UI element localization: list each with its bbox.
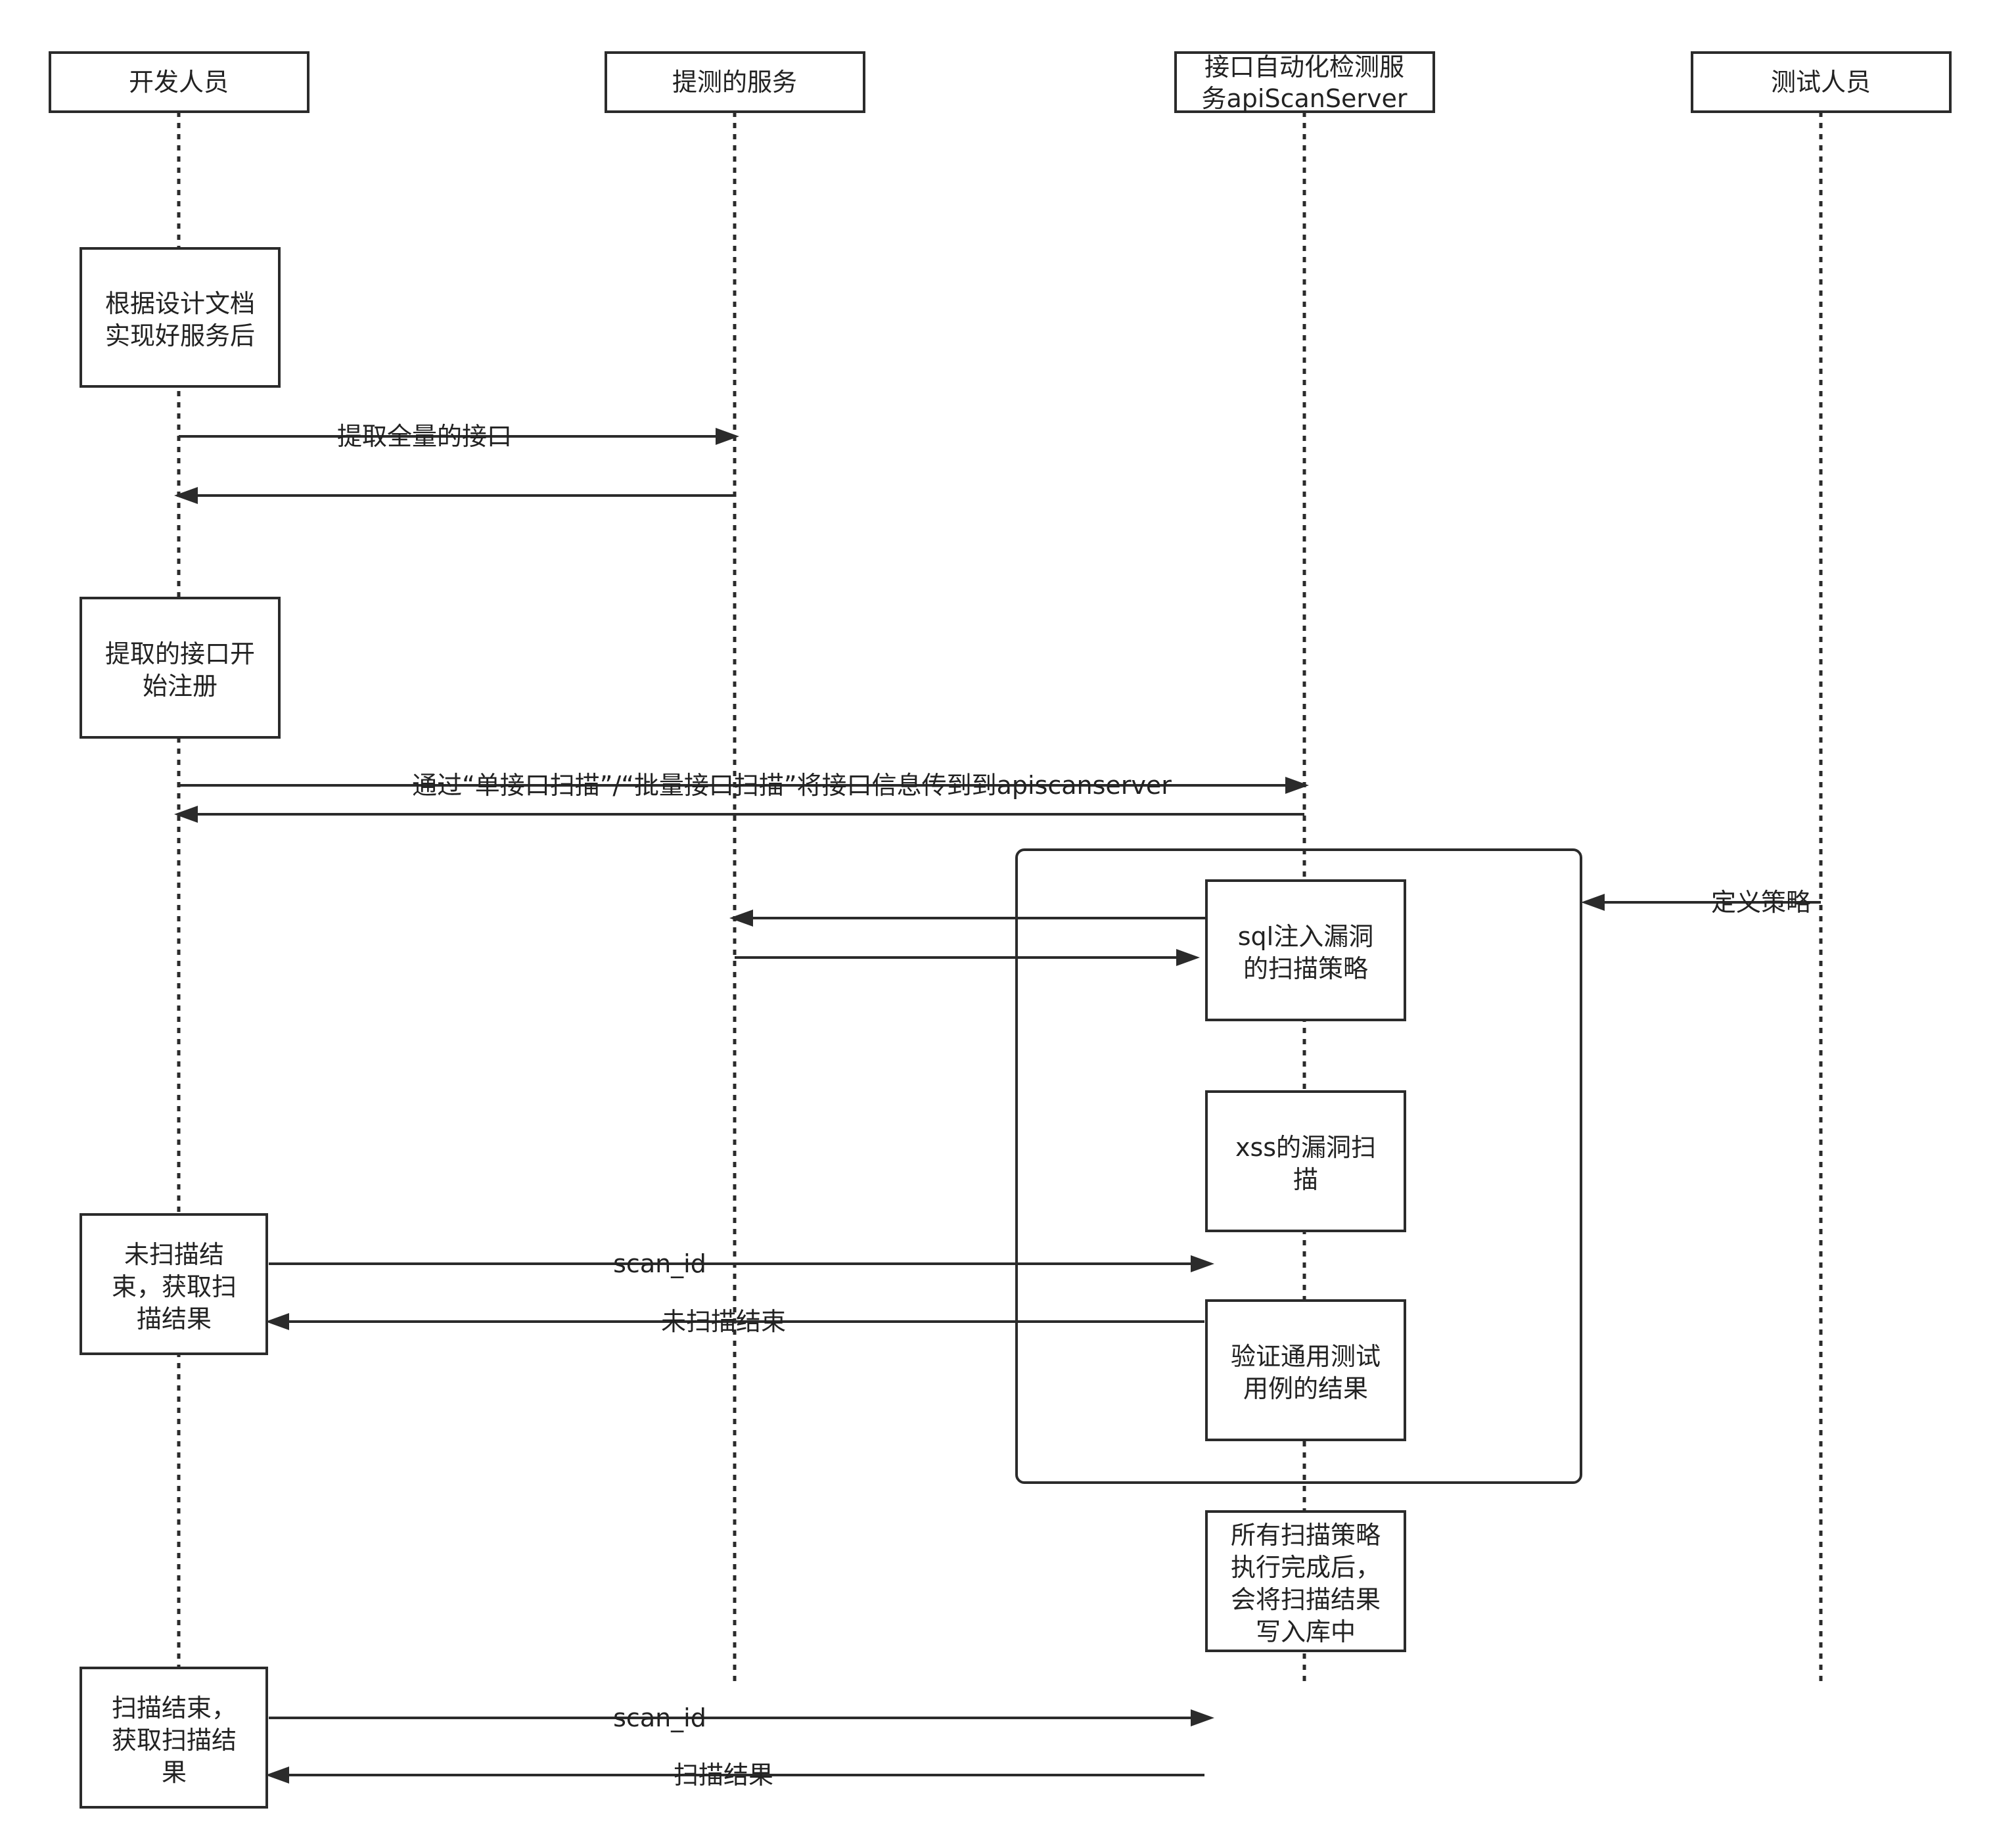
message-sqli-request (729, 910, 1206, 927)
note-scan-finished: 扫描结束， 获取扫描结 果 (80, 1667, 268, 1809)
messages: 提取全量的接口通过“单接口扫描”/“批量接口扫描”将接口信息传到到apiscan… (0, 422, 1821, 1790)
participant-developer: 开发人员 (49, 51, 309, 113)
note-not-done-line-3: 描结果 (137, 1305, 212, 1333)
message-upload-interfaces-arrowhead (1285, 777, 1309, 794)
message-upload-return (174, 806, 1304, 823)
message-scan-result-arrowhead (265, 1767, 289, 1784)
message-upload-interfaces: 通过“单接口扫描”/“批量接口扫描”将接口信息传到到apiscanserver (0, 771, 1309, 800)
message-sqli-response-arrowhead (1176, 949, 1200, 966)
note-implement-service: 根据设计文档 实现好服务后 (80, 247, 281, 388)
message-sqli-request-arrowhead (729, 910, 753, 927)
note-write-db-line-3: 会将扫描结果 (1231, 1585, 1381, 1614)
note-xss-line-2: 描 (1293, 1165, 1318, 1194)
message-scan-id-first-label: scan_id (613, 1249, 706, 1278)
message-extract-interfaces-label: 提取全量的接口 (337, 422, 512, 451)
note-not-done-line-1: 未扫描结 (124, 1240, 224, 1269)
note-xss-line-1: xss的漏洞扫 (1235, 1133, 1376, 1162)
message-scan-not-finished: 未扫描结束 (0, 1307, 1204, 1336)
note-implement-line-1: 根据设计文档 (105, 289, 255, 318)
note-write-db-line-1: 所有扫描策略 (1231, 1521, 1381, 1550)
message-scan-not-finished-arrowhead (265, 1313, 289, 1330)
note-write-db: 所有扫描策略 执行完成后， 会将扫描结果 写入库中 (1205, 1510, 1406, 1652)
note-done-line-2: 获取扫描结 (112, 1726, 237, 1755)
message-extract-interfaces: 提取全量的接口 (0, 422, 739, 451)
message-scan-result-label-background (0, 1771, 3, 1779)
note-verify-line-1: 验证通用测试 (1231, 1342, 1381, 1371)
message-extract-return (174, 487, 735, 504)
message-upload-interfaces-label: 通过“单接口扫描”/“批量接口扫描”将接口信息传到到apiscanserver (412, 771, 1172, 800)
note-not-done-line-2: 束，获取扫 (112, 1272, 237, 1301)
note-done-line-1: 扫描结束， (112, 1694, 237, 1722)
message-scan-id-second: scan_id (0, 1703, 1214, 1732)
note-sqli-line-2: 的扫描策略 (1243, 954, 1368, 983)
note-xss-scan: xss的漏洞扫 描 (1205, 1090, 1406, 1232)
message-upload-return-arrowhead (174, 806, 198, 823)
message-scan-result: 扫描结果 (0, 1761, 1204, 1790)
message-sqli-response (735, 949, 1200, 966)
note-done-line-3: 果 (162, 1758, 187, 1787)
note-verify-line-2: 用例的结果 (1243, 1374, 1368, 1403)
message-scan-id-first: scan_id (0, 1249, 1214, 1278)
note-write-db-line-4: 写入库中 (1256, 1617, 1356, 1646)
message-extract-interfaces-arrowhead (716, 428, 739, 445)
message-scan-not-finished-label: 未扫描结束 (661, 1307, 786, 1336)
note-scan-not-finished: 未扫描结 束，获取扫 描结果 (80, 1213, 268, 1355)
participant-apiscanserver: 接口自动化检测服 务apiScanServer (1174, 51, 1435, 113)
participant-apiscanserver-label-2: 务apiScanServer (1202, 84, 1408, 113)
note-sqli-line-1: sql注入漏洞 (1238, 922, 1373, 951)
message-upload-interfaces-label-background (0, 781, 3, 789)
message-scan-id-first-arrowhead (1191, 1255, 1214, 1272)
message-define-policy: 定义策略 (0, 888, 1821, 917)
note-write-db-line-2: 执行完成后， (1231, 1553, 1381, 1582)
message-extract-return-arrowhead (174, 487, 198, 504)
participant-developer-label: 开发人员 (129, 68, 229, 97)
message-define-policy-label: 定义策略 (1711, 888, 1811, 917)
participant-tester-label: 测试人员 (1771, 68, 1871, 97)
scan-strategy-group (1015, 848, 1582, 1484)
message-scan-result-label: 扫描结果 (674, 1761, 773, 1790)
note-verify-results: 验证通用测试 用例的结果 (1205, 1299, 1406, 1441)
message-scan-id-second-label: scan_id (613, 1703, 706, 1732)
message-scan-id-second-arrowhead (1191, 1709, 1214, 1726)
message-scan-not-finished-label-background (0, 1318, 3, 1326)
note-register-line-1: 提取的接口开 (105, 639, 255, 668)
message-define-policy-label-background (0, 898, 3, 906)
participant-service: 提测的服务 (605, 51, 865, 113)
participant-service-label: 提测的服务 (672, 68, 797, 97)
note-register-interfaces: 提取的接口开 始注册 (80, 597, 281, 739)
participant-tester: 测试人员 (1691, 51, 1952, 113)
note-implement-line-2: 实现好服务后 (105, 321, 255, 350)
note-sqli-strategy: sql注入漏洞 的扫描策略 (1205, 879, 1406, 1021)
message-scan-id-first-label-background (0, 1260, 3, 1268)
message-extract-interfaces-label-background (0, 432, 3, 440)
participant-apiscanserver-label-1: 接口自动化检测服 (1204, 53, 1404, 81)
note-register-line-2: 始注册 (143, 672, 218, 701)
message-scan-id-second-label-background (0, 1714, 3, 1722)
message-define-policy-arrowhead (1581, 894, 1605, 911)
